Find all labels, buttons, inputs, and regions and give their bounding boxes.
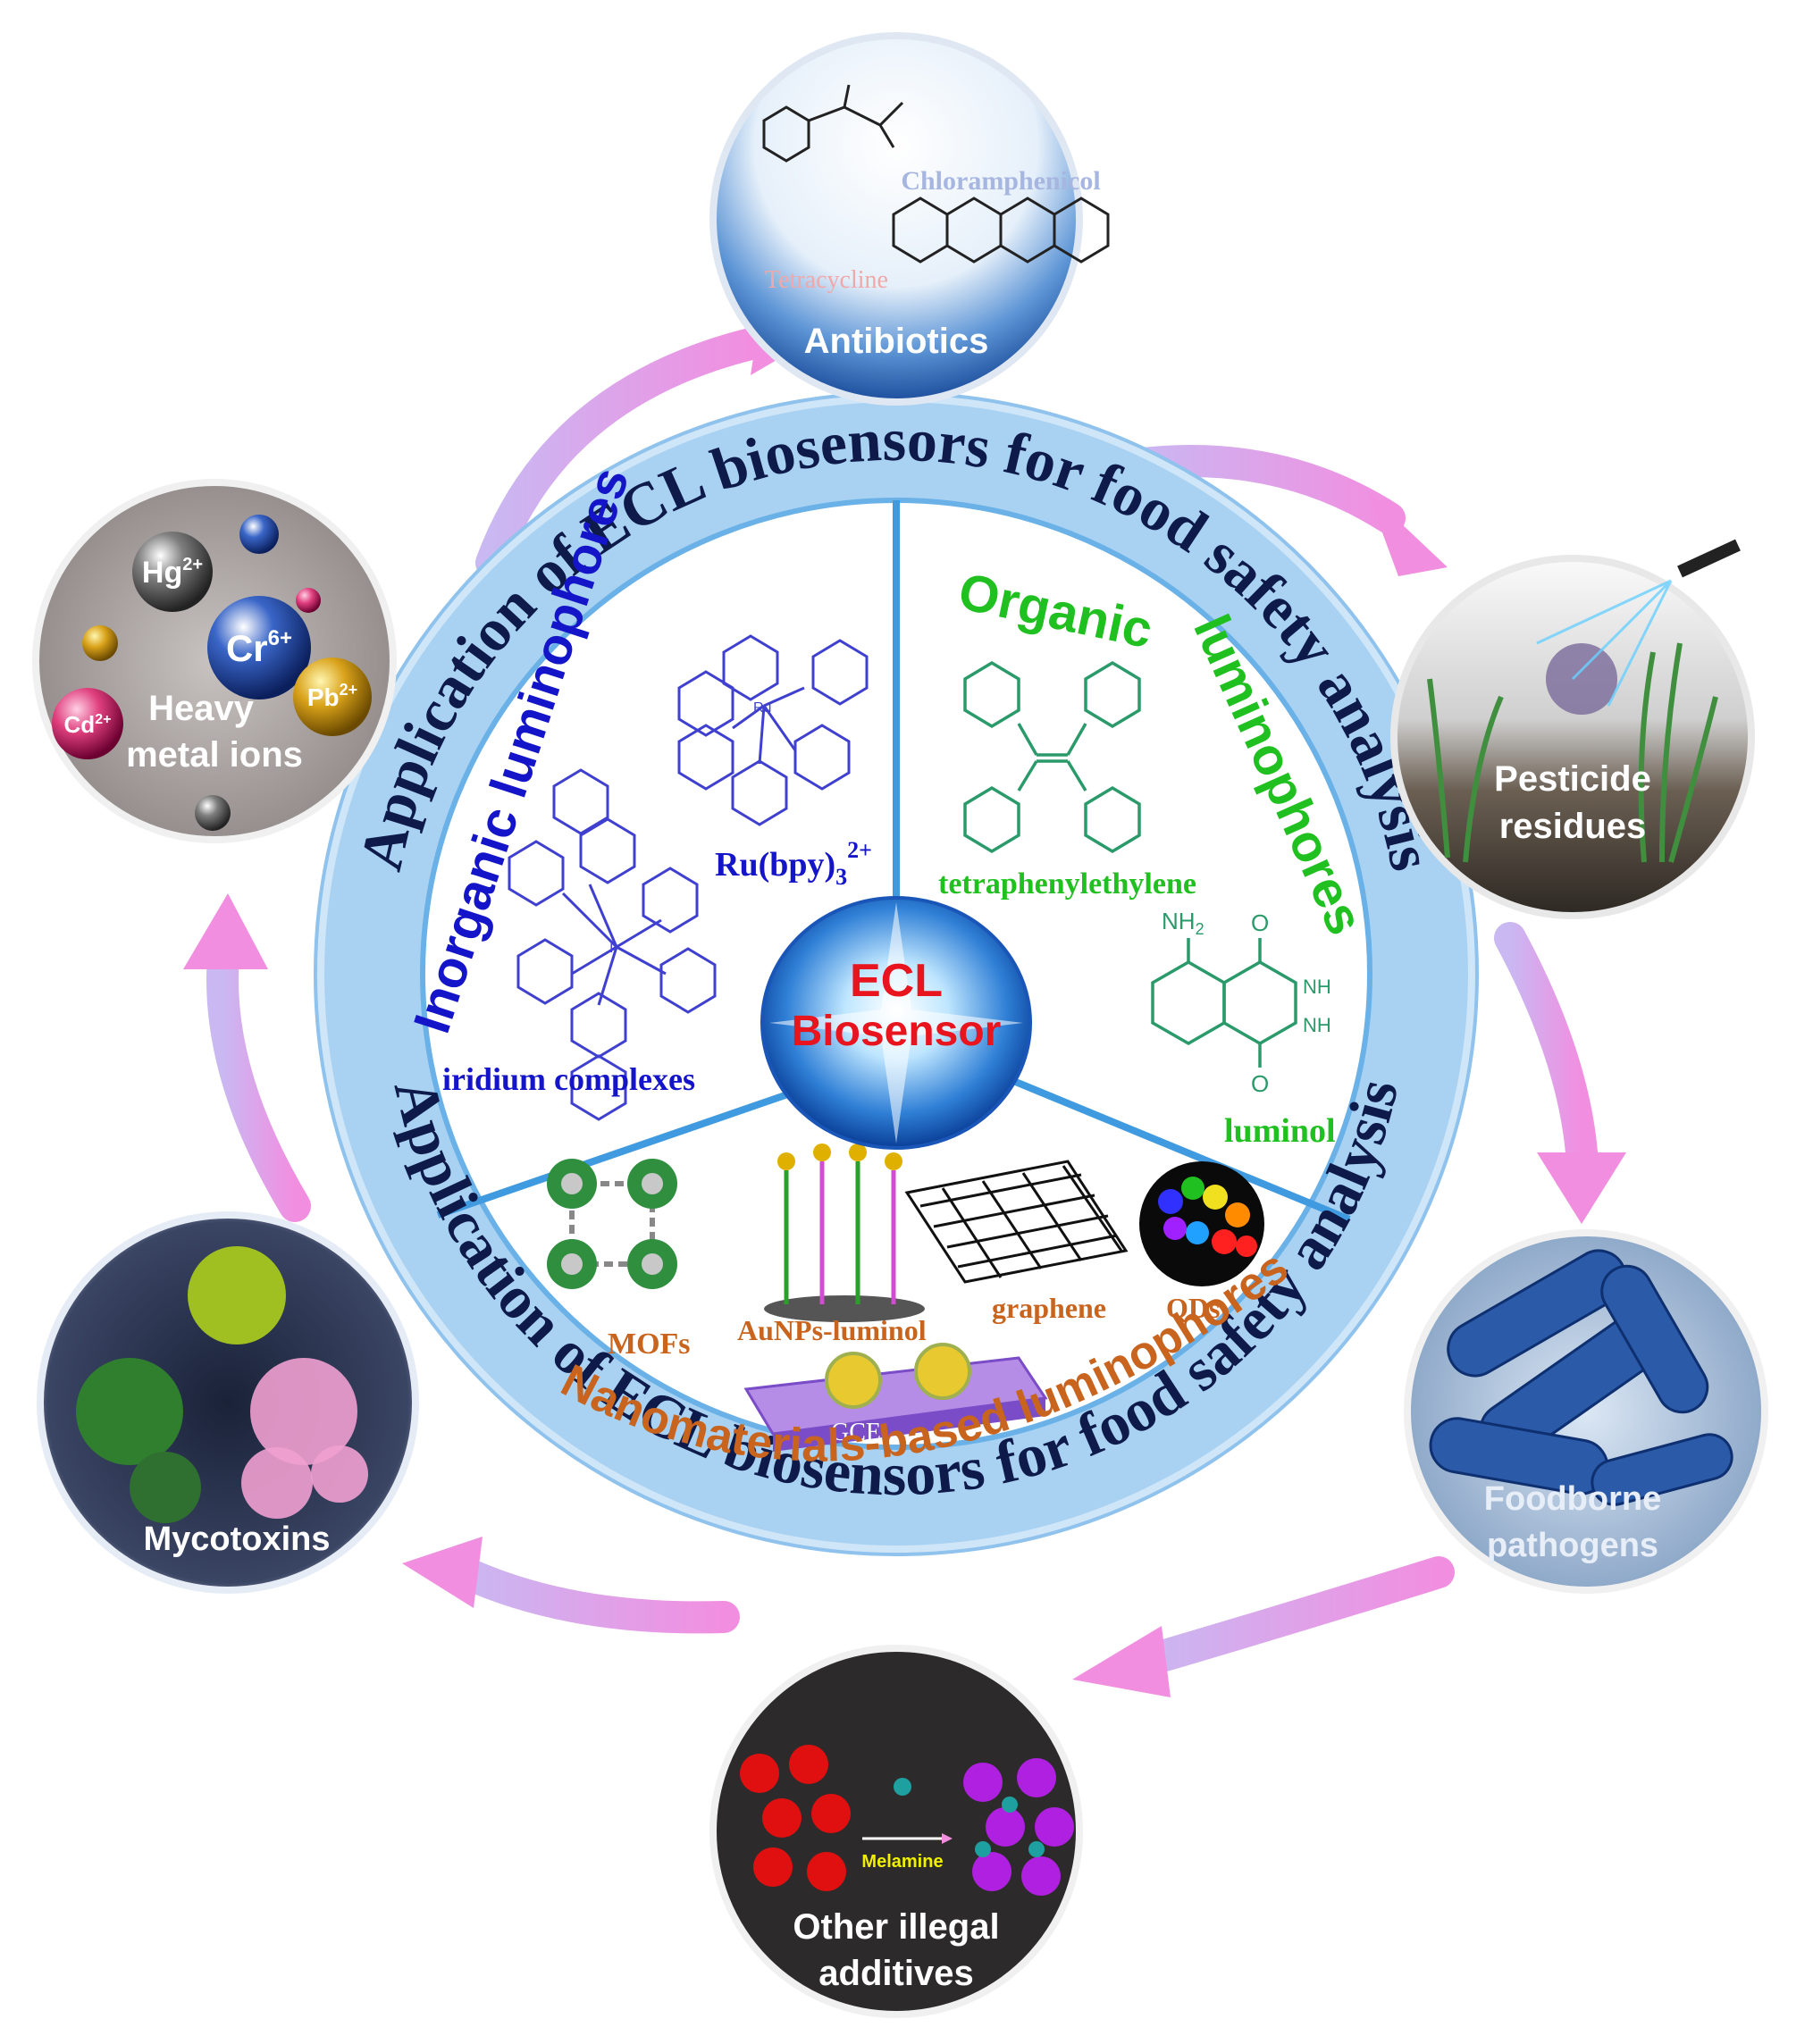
red-particles [740,1745,851,1891]
iridium-complex-molecule: Ir [508,768,717,1121]
additives-label-line1: Other illegal [793,1907,999,1947]
arrow-mycotoxins-to-metals [206,940,311,1222]
arrow-pesticide-to-pathogens [1494,922,1598,1169]
luminol-o-bottom: O [1251,1070,1269,1097]
ru-bpy-molecule: Ru [677,634,869,826]
qds-label: QDs [1166,1292,1220,1324]
luminol-nh2: NH2 [1162,908,1204,938]
tpe-label: tetraphenylethylene [938,867,1196,901]
arrow-head [183,893,268,969]
melamine-label: Melamine [861,1852,943,1872]
gce-label: GCE [831,1419,881,1446]
luminol-o-top: O [1251,909,1269,936]
luminol-nh-bottom: NH [1303,1014,1331,1036]
satellite-pesticide-residues: Pesticide residues [1390,539,1755,919]
heavy-metals-label-line1: Heavy [148,689,255,728]
arrow-pathogens-to-additives [1128,1556,1455,1678]
pathogens-label-line2: pathogens [1487,1527,1658,1564]
arrow-additives-to-mycotoxins [449,1556,740,1634]
satellite-mycotoxins: Mycotoxins [37,1211,419,1594]
luminol-nh-top: NH [1303,976,1331,998]
chloramphenicol-label: Chloramphenicol [901,166,1100,196]
tetracycline-label: Tetracycline [765,266,888,294]
cd-ion: Cd2+ [64,711,112,738]
arrow-head [402,1537,483,1608]
pesticide-label-line2: residues [1499,807,1647,846]
pb-ion: Pb2+ [307,681,357,711]
virus-particles [76,1246,368,1523]
arrow-head [1537,1152,1626,1224]
svg-text:Ir: Ir [609,941,618,956]
mycotoxins-label: Mycotoxins [143,1520,330,1558]
hg-ion: Hg2+ [142,555,203,590]
svg-text:Ru: Ru [753,700,771,716]
purple-particles [963,1758,1074,1896]
iridium-label: iridium complexes [442,1061,695,1097]
cr-ion: Cr6+ [226,626,292,669]
graphene-label: graphene [992,1292,1106,1324]
center-title-line2: Biosensor [792,1008,1002,1055]
qds-illustration [1139,1161,1264,1286]
satellite-heavy-metal-ions: Hg2+ Cr6+ Pb2+ Cd2+ Heavy metal ions [32,479,397,843]
grass-blades [1427,642,1718,863]
arrow-head [1367,491,1448,576]
aunps-label: AuNPs-luminol [737,1314,927,1346]
center-title-line1: ECL [850,955,943,1007]
satellite-foodborne-pathogens: Foodborne pathogens [1404,1229,1768,1594]
gce-electrode [743,1343,1048,1452]
pesticide-label-line1: Pesticide [1494,759,1651,799]
satellite-antibiotics: Chloramphenicol Tetracycline Antibiotics [709,32,1110,406]
satellite-other-illegal-additives: Melamine Other illegal additives [709,1645,1083,2018]
heavy-metals-label-line2: metal ions [126,735,303,775]
arrow-metals-to-antibiotics [475,328,767,579]
arrow-head [1072,1626,1171,1697]
sector-divider [990,1068,1351,1223]
mofs-label: MOFs [608,1328,691,1361]
bacteria-rods [1429,1249,1733,1506]
teal-particles [975,1797,1045,1857]
luminol-label: luminol [1224,1112,1336,1150]
pathogens-label-line1: Foodborne [1484,1480,1661,1518]
mofs-illustration [547,1159,677,1289]
ecl-biosensor-center: ECL Biosensor [760,896,1032,1150]
antibiotic-molecules [762,84,1110,264]
ru-bpy-label: Ru(bpy)32+ [715,837,872,890]
graphene-illustration [904,1160,1129,1284]
aunps-luminol-illustration [764,1143,925,1322]
tetraphenylethylene-molecule [963,660,1141,854]
antibiotics-label: Antibiotics [804,322,989,361]
additives-label-line2: additives [818,1954,973,1993]
sector-divider [436,1077,828,1219]
luminol-molecule [1151,938,1297,1068]
